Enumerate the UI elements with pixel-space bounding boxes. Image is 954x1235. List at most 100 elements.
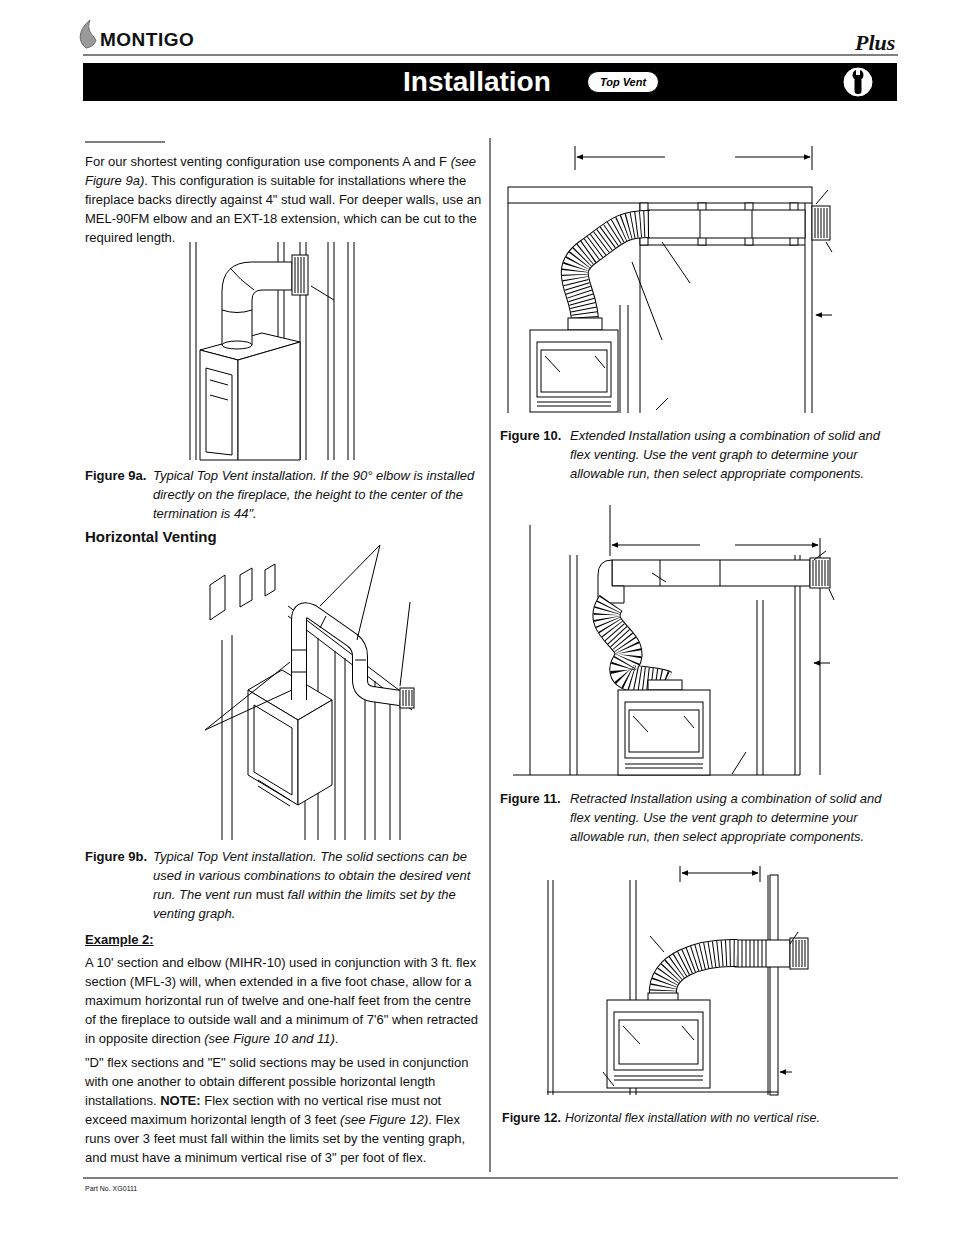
figure-12-drawing-part xyxy=(790,932,798,944)
flex-duct xyxy=(575,224,650,322)
body-paragraph: For our shortest venting configuration u… xyxy=(85,154,447,169)
figure-9b-drawing-part xyxy=(403,690,412,706)
figure-12-drawing-part xyxy=(682,873,758,874)
figure-12-drawing-part xyxy=(614,1026,703,1080)
figure-9a-drawing-part xyxy=(222,268,254,313)
flex-duct-part xyxy=(663,953,737,995)
figure-11-drawing-part xyxy=(598,560,624,603)
figure-11-drawing-part xyxy=(625,716,703,768)
figure-9b-drawing-part xyxy=(299,610,400,700)
figure-caption: Extended Installation using a combinatio… xyxy=(570,428,880,481)
figure-10-drawing-part xyxy=(577,157,665,158)
body-paragraph: NOTE: xyxy=(160,1093,200,1108)
figure-10-drawing-part xyxy=(537,342,611,397)
figure-number-block: Figure 10. xyxy=(500,426,561,445)
figure-number: Figure 12. xyxy=(502,1111,561,1125)
figure-9b-drawing-part xyxy=(299,610,400,700)
figure-12-drawing-part xyxy=(770,875,778,1095)
section-heading: Horizontal Venting xyxy=(85,528,217,545)
figure-11-drawing-part xyxy=(610,505,820,556)
part-number: Part No. XG0111 xyxy=(85,1185,137,1192)
part-number-block: Part No. XG0111 xyxy=(85,1184,137,1193)
figure-12-drawing-part xyxy=(650,936,664,952)
figure-11-drawing-part xyxy=(813,560,828,586)
figure-9b-drawing-part xyxy=(258,780,290,806)
body-paragraph: (see Figure 12) xyxy=(340,1112,428,1127)
figure-9a-drawing-part xyxy=(222,262,292,345)
logo-flame-part xyxy=(80,20,96,48)
flex-duct-part xyxy=(663,953,737,995)
figure-12-drawing-part xyxy=(738,940,766,967)
figure-9b-drawing-part xyxy=(288,606,412,710)
figure-9b-drawing-part xyxy=(205,662,290,730)
example-heading: Example 2: xyxy=(85,932,154,947)
body-paragraph-block: "D" flex sections and "E" solid sections… xyxy=(85,1053,482,1167)
figure-12-drawing-part xyxy=(619,1020,698,1064)
figure-10-drawing-part xyxy=(640,203,805,413)
figure-10-drawing-part xyxy=(815,208,827,238)
product-name-block: Plus xyxy=(855,30,895,56)
figure-10-drawing-part xyxy=(537,356,611,406)
figure-11-drawing-part xyxy=(648,680,682,690)
figure-12-drawing-part xyxy=(614,1012,703,1070)
flex-duct-part xyxy=(575,224,650,322)
figure-11-drawing-part xyxy=(735,545,818,546)
figure-10-drawing-part xyxy=(568,318,602,330)
figure-9b-drawing-part xyxy=(298,700,332,805)
logo-flame xyxy=(80,20,96,48)
figure-12-drawing-part xyxy=(603,1072,614,1086)
flex-duct xyxy=(663,953,737,995)
body-paragraph: . This configuration is suitable for ins… xyxy=(85,173,481,245)
figure-11-drawing-part xyxy=(814,663,830,664)
figure-10-drawing-part xyxy=(826,242,832,252)
figure-9b-drawing-part xyxy=(320,545,380,606)
figure-10-drawing-part xyxy=(812,206,830,240)
figure-10-drawing-part xyxy=(508,187,812,203)
figure-12-drawing-part xyxy=(680,866,760,882)
flex-duct-part xyxy=(575,224,650,322)
figure-9a-drawing-part xyxy=(292,255,308,295)
figure-9a-drawing-part xyxy=(311,286,334,300)
figure-10-drawing-part xyxy=(656,398,668,410)
figure-9b-drawing-part xyxy=(400,602,410,686)
figure-9b-drawing-part xyxy=(292,616,366,672)
figure-12-drawing-part xyxy=(793,940,805,967)
figure-10-drawing-part xyxy=(700,210,752,238)
brand-logo-block: MONTIGO xyxy=(100,29,194,51)
figure-11-drawing xyxy=(513,505,834,775)
figure-9a-drawing-part xyxy=(210,380,228,400)
figure-10-drawing-part xyxy=(530,330,618,412)
figure-11-drawing-part xyxy=(618,690,710,775)
figure-9b-drawing xyxy=(205,545,414,840)
figure-12-drawing-part xyxy=(780,1072,792,1073)
figure-10-drawing-part xyxy=(575,146,812,170)
figure-10-drawing xyxy=(508,146,832,413)
figure-caption-block: Extended Installation using a combinatio… xyxy=(570,426,892,483)
flex-duct-part xyxy=(575,224,650,322)
figure-caption-block: Retracted Installation using a combinati… xyxy=(570,789,892,846)
example-heading-block: Example 2: xyxy=(85,930,154,949)
figure-10-drawing-part xyxy=(541,350,607,392)
figure-11-drawing-part xyxy=(530,525,820,775)
page-rules-part xyxy=(83,1178,898,1179)
figure-9b-drawing-part xyxy=(265,564,275,596)
figure-number: Figure 11. xyxy=(500,791,561,806)
figure-9b-drawing-part xyxy=(240,568,252,607)
figure-10-drawing-part xyxy=(508,203,812,413)
body-paragraph: . xyxy=(335,1031,339,1046)
figure-number-block: Figure 9a. xyxy=(85,466,146,485)
section-tag-text: Top Vent xyxy=(600,73,646,92)
figure-11-drawing-part xyxy=(612,560,810,586)
figure-number: Figure 9b. xyxy=(85,849,147,864)
figure-caption-block: Typical Top Vent installation. If the 90… xyxy=(153,466,480,523)
figure-9b-drawing-part xyxy=(400,688,414,708)
page-rules-part xyxy=(490,138,491,1172)
figure-11-drawing-part xyxy=(652,573,666,582)
figure-caption-block: Horizontal flex installation with no ver… xyxy=(565,1109,905,1128)
figure-12-drawing-part xyxy=(790,938,808,969)
figure-number-block: Figure 9b. xyxy=(85,847,147,866)
body-paragraph-block: For our shortest venting configuration u… xyxy=(85,152,482,247)
figure-11-drawing-part xyxy=(829,589,834,600)
page-rules-part xyxy=(83,55,898,56)
figure-9a-drawing-part xyxy=(206,368,232,455)
